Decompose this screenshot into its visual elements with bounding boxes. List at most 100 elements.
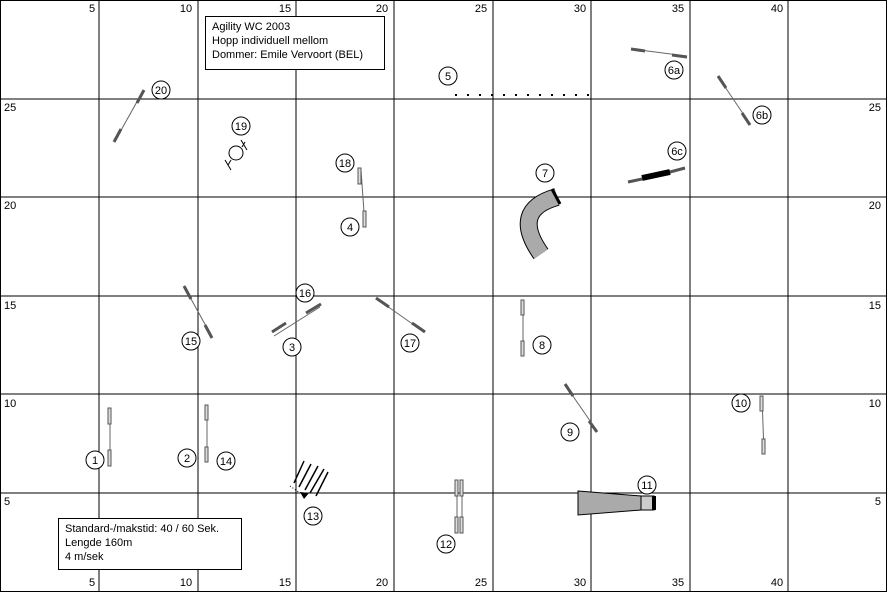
number-label: 5 [445, 71, 451, 83]
number-label: 11 [641, 480, 652, 492]
hurdle-15 [182, 285, 214, 339]
y-tick-label: 20 [4, 200, 16, 212]
hurdle-20 [112, 89, 146, 143]
number-circle [400, 333, 420, 353]
hurdle-6a [630, 47, 688, 59]
x-tick-label: 40 [771, 3, 783, 15]
number-label: 3 [289, 342, 295, 354]
dot [479, 94, 481, 96]
number-label: 8 [539, 340, 545, 352]
x-tick-label: 20 [376, 3, 388, 15]
dot [551, 94, 553, 96]
hurdle-3 [271, 302, 322, 337]
number-circle [667, 141, 687, 161]
y-tick-label: 5 [875, 496, 881, 508]
number-circle [151, 80, 171, 100]
number-circle [85, 450, 105, 470]
obstacle-number-15: 15 [181, 331, 201, 351]
obstacle-number-6a: 6a [664, 60, 684, 80]
obstacle-number-18: 18 [335, 153, 355, 173]
x-tick-label: 10 [180, 577, 192, 589]
title-line-judge: Dommer: Emile Vervoort (BEL) [212, 49, 363, 61]
obstacle-number-13: 13 [303, 506, 323, 526]
hurdle-2 [204, 404, 209, 463]
number-circle [216, 451, 236, 471]
dot [527, 94, 529, 96]
obstacle-number-9: 9 [560, 422, 580, 442]
number-label: 6c [671, 146, 683, 158]
number-label: 14 [220, 456, 232, 468]
number-circle [637, 475, 657, 495]
x-tick-label: 15 [279, 577, 291, 589]
y-tick-label: 25 [869, 102, 881, 114]
y-tick-label: 10 [4, 398, 16, 410]
line-of-dots-5 [455, 94, 589, 96]
y-tick-label: 10 [869, 398, 881, 410]
x-tick-label: 35 [672, 3, 684, 15]
dot [515, 94, 517, 96]
number-circle [181, 331, 201, 351]
number-circle [438, 66, 458, 86]
y-tick-label: 25 [4, 102, 16, 114]
number-label: 7 [542, 168, 548, 180]
info-line-speed: 4 m/sek [65, 551, 104, 563]
number-circle [535, 163, 555, 183]
dot [587, 94, 589, 96]
number-label: 20 [155, 85, 167, 97]
dot [455, 94, 457, 96]
info-line-length: Lengde 160m [65, 537, 133, 549]
number-circle [231, 116, 251, 136]
hurdle-9 [563, 383, 599, 433]
hurdle-6b [716, 75, 752, 126]
number-label: 1 [92, 455, 98, 467]
hurdle-17 [375, 296, 426, 334]
number-circle [335, 153, 355, 173]
number-circle [177, 448, 197, 468]
x-tick-label: 5 [89, 577, 95, 589]
dot [503, 94, 505, 96]
number-circle [340, 217, 360, 237]
obstacle-number-6c: 6c [667, 141, 687, 161]
dot [539, 94, 541, 96]
hurdle-10 [759, 395, 766, 455]
number-circle [282, 337, 302, 357]
title-line-class: Hopp individuell mellom [212, 35, 329, 47]
obstacle-number-14: 14 [216, 451, 236, 471]
number-circle [303, 506, 323, 526]
hurdle-1 [107, 407, 112, 467]
number-circle [560, 422, 580, 442]
x-tick-label: 40 [771, 577, 783, 589]
hurdle-8 [520, 299, 525, 357]
number-label: 6b [756, 110, 768, 122]
obstacle-number-2: 2 [177, 448, 197, 468]
number-circle [532, 335, 552, 355]
y-tick-label: 5 [4, 496, 10, 508]
dot [467, 94, 469, 96]
number-label: 13 [307, 511, 319, 523]
x-tick-label: 15 [279, 3, 291, 15]
number-label: 16 [299, 288, 311, 300]
number-label: 18 [339, 158, 351, 170]
obstacles [107, 47, 766, 534]
tunnel-7 [519, 188, 562, 260]
obstacle-number-17: 17 [400, 333, 420, 353]
obstacle-number-1: 1 [85, 450, 105, 470]
obstacle-number-4: 4 [340, 217, 360, 237]
x-tick-label: 10 [180, 3, 192, 15]
x-tick-label: 25 [475, 3, 487, 15]
dot [491, 94, 493, 96]
title-line-event: Agility WC 2003 [212, 21, 291, 33]
number-circle [752, 105, 772, 125]
number-circle [664, 60, 684, 80]
obstacle-number-20: 20 [151, 80, 171, 100]
number-label: 6a [668, 65, 681, 77]
number-circle [295, 283, 315, 303]
x-tick-label: 20 [376, 577, 388, 589]
info-line-time: Standard-/makstid: 40 / 60 Sek. [65, 523, 220, 535]
dot [563, 94, 565, 96]
chute-11 [577, 490, 656, 516]
x-tick-label: 35 [672, 577, 684, 589]
